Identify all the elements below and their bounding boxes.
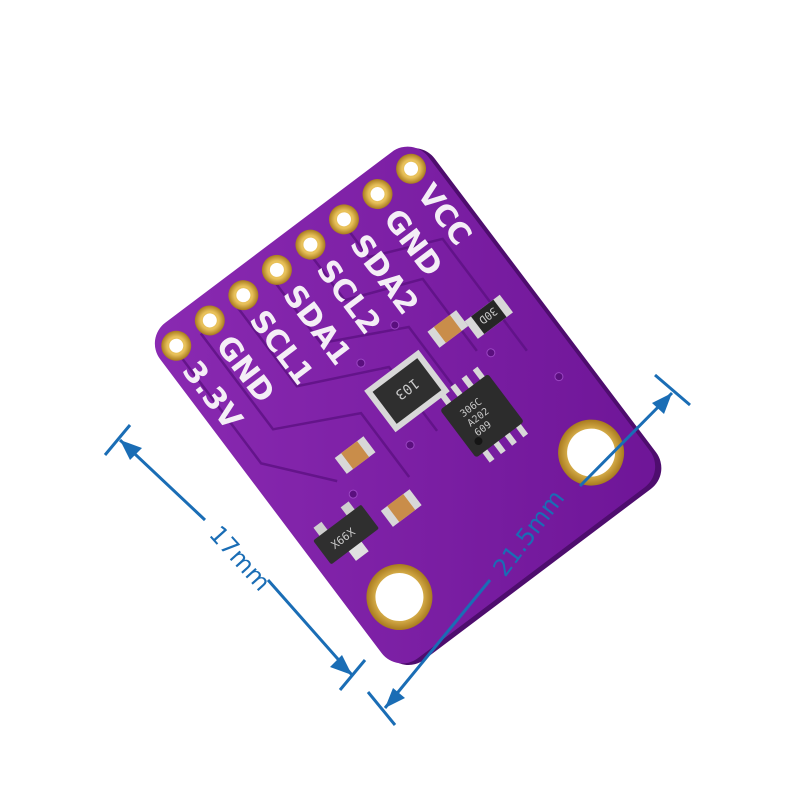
sensor-ic: 306C A202 609 [439,366,529,463]
capacitor [334,436,376,474]
pin-pad [261,254,292,285]
pin-pad [362,179,393,210]
pin-pad [295,229,326,260]
width-label: 17mm [204,520,277,596]
pin-pad [396,153,427,184]
capacitor [427,310,469,348]
dimension-width [103,424,367,691]
voltage-regulator: X66X [313,501,379,564]
capacitor [380,489,422,527]
pin-pad [194,305,225,336]
resistor: 30D [464,294,513,339]
pin-pad [228,280,259,311]
dimension-length [366,373,691,726]
mounting-hole [366,564,433,631]
resistor-array: 103 [364,349,450,433]
pin-header [161,153,427,361]
pin-pad [161,330,192,361]
pin-pad [328,204,359,235]
